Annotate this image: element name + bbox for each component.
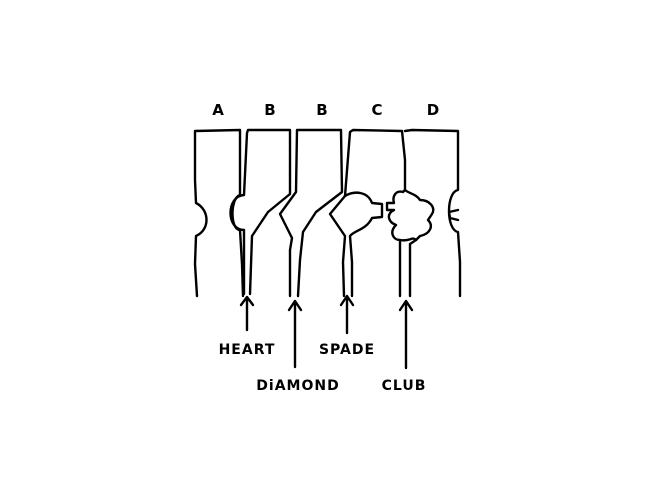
club-arrow — [398, 299, 414, 370]
column-label-b-second: B — [316, 101, 327, 119]
piece-d-right — [403, 128, 462, 298]
diamond-label: DiAMOND — [256, 378, 339, 394]
piece-d-outline — [385, 188, 435, 298]
spade-label: SPADE — [319, 342, 375, 358]
piece-c-outline — [328, 191, 384, 298]
column-label-a: A — [212, 101, 224, 119]
diamond-arrow — [287, 299, 303, 369]
column-label-b-first: B — [264, 101, 275, 119]
heart-label: HEART — [219, 342, 276, 358]
column-label-d: D — [427, 101, 439, 119]
column-label-c: C — [371, 101, 382, 119]
piece-b-second-outline — [278, 128, 344, 298]
piece-a-outline — [193, 128, 245, 298]
piece-c-top — [343, 128, 407, 198]
spade-arrow — [339, 294, 355, 335]
piece-b-first-outline — [229, 128, 292, 296]
club-label: CLUB — [382, 378, 427, 394]
heart-arrow — [239, 295, 255, 332]
